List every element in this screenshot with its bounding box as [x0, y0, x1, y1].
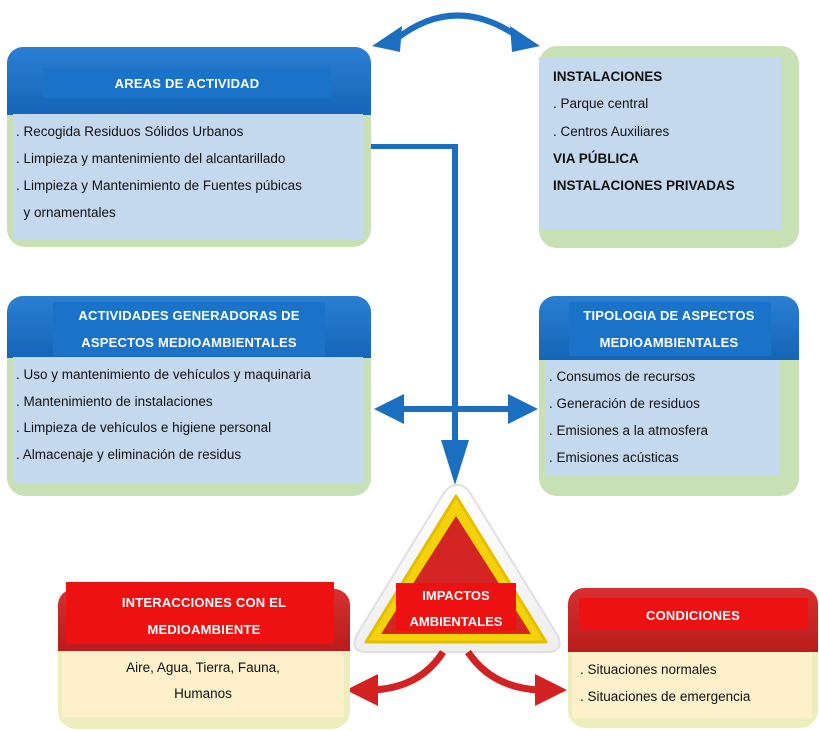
condiciones-item: . Situaciones de emergencia [580, 689, 751, 704]
middle-arrowhead-right [508, 394, 538, 424]
tipologia-item: . Generación de residuos [549, 396, 700, 411]
red-arrowhead-left [346, 674, 378, 706]
middle-horizontal-line [400, 406, 510, 412]
areas-item: y ornamentales [16, 205, 116, 220]
areas-item: . Recogida Residuos Sólidos Urbanos [16, 124, 244, 139]
areas-body [13, 114, 363, 240]
interacciones-title-line2: MEDIOAMBIENTE [147, 622, 261, 637]
down-arrowhead [441, 440, 469, 485]
condiciones-item: . Situaciones normales [580, 662, 717, 677]
actividades-title-line1: ACTIVIDADES GENERADORAS DE [78, 308, 300, 323]
actividades-body [13, 357, 363, 483]
top-curved-arrow [393, 12, 522, 43]
tipologia-item: . Emisiones a la atmosfera [549, 423, 709, 438]
tipologia-header-panel [569, 302, 771, 356]
instalaciones-line: . Centros Auxiliares [553, 124, 670, 139]
instalaciones-body [539, 57, 781, 229]
tipologia-title-line1: TIPOLOGIA DE ASPECTOS [583, 308, 755, 323]
red-arrowhead-right [535, 674, 567, 706]
areas-item: . Limpieza y mantenimiento del alcantari… [16, 151, 286, 166]
instalaciones-line: INSTALACIONES PRIVADAS [553, 178, 735, 193]
top-horizontal-line [370, 144, 458, 149]
instalaciones-line: INSTALACIONES [553, 69, 663, 84]
interacciones-body-line2: Humanos [174, 686, 232, 701]
actividades-item: . Uso y mantenimiento de vehículos y maq… [16, 367, 311, 382]
instalaciones-line: VIA PÚBLICA [553, 151, 639, 166]
condiciones-body [572, 652, 812, 718]
areas-header-panel [43, 68, 331, 98]
impactos-label-panel [396, 583, 516, 631]
tipologia-item: . Emisiones acústicas [549, 450, 679, 465]
actividades-header-panel [53, 302, 325, 356]
instalaciones-line: . Parque central [553, 96, 649, 111]
areas-item: . Limpieza y Mantenimiento de Fuentes pú… [16, 178, 302, 193]
red-arrow-left-curve [371, 650, 446, 694]
interacciones-body-line1: Aire, Agua, Tierra, Fauna, [126, 660, 280, 675]
top-arrowhead-right [510, 26, 540, 52]
condiciones-title: CONDICIONES [646, 608, 740, 623]
actividades-item: . Mantenimiento de instalaciones [16, 394, 213, 409]
impactos-label-line2: AMBIENTALES [409, 614, 503, 629]
actividades-item: . Limpieza de vehículos e higiene person… [16, 420, 272, 435]
actividades-item: . Almacenaje y eliminación de residus [16, 447, 242, 462]
vertical-connector [452, 144, 458, 444]
condiciones-header-panel [579, 598, 808, 630]
tipologia-body [545, 360, 780, 475]
interacciones-body [62, 651, 344, 717]
middle-arrowhead-left [374, 394, 404, 424]
interacciones-header-panel [66, 582, 334, 644]
areas-title: AREAS DE ACTIVIDAD [114, 76, 260, 91]
actividades-title-line2: ASPECTOS MEDIOAMBIENTALES [81, 335, 297, 350]
impactos-label-line1: IMPACTOS [422, 588, 490, 603]
interacciones-title-line1: INTERACCIONES CON EL [121, 595, 287, 610]
red-arrow-right-curve [465, 649, 541, 694]
tipologia-title-line2: MEDIOAMBIENTALES [599, 335, 739, 350]
tipologia-item: . Consumos de recursos [549, 369, 696, 384]
top-arrowhead-left [372, 26, 402, 52]
